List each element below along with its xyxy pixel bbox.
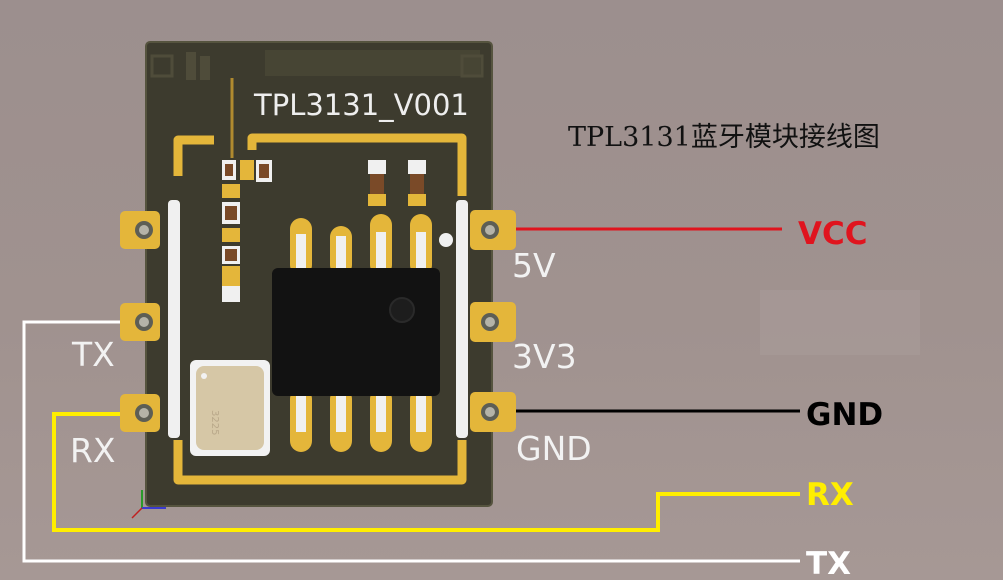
tx-wire — [22, 320, 800, 563]
crystal-body — [196, 366, 264, 450]
pad-left-rx — [120, 394, 160, 432]
left-silk-bar — [168, 200, 180, 438]
chip-legs-bottom — [296, 392, 426, 432]
chip-legs-top — [296, 232, 426, 274]
background-panel — [760, 290, 920, 355]
pad-left-tx — [120, 303, 160, 341]
rx-wire — [52, 412, 800, 532]
gold-ground-ring — [173, 133, 467, 485]
right-pads — [470, 210, 516, 432]
pad-right-3v3 — [470, 302, 516, 342]
right-silk-bar — [456, 200, 468, 438]
wire-label-gnd: GND — [806, 397, 883, 433]
left-pads — [120, 211, 160, 432]
pcb-board: TPL3131_V001 — [145, 41, 493, 507]
crystal-marking: 3225 — [209, 410, 220, 435]
pin-label-tx: TX — [71, 335, 115, 374]
board-label: TPL3131_V001 — [253, 88, 469, 122]
chip-pin1-dot — [389, 297, 415, 323]
main-chip — [272, 268, 440, 396]
pin-label-3v3: 3V3 — [512, 337, 577, 376]
pad-right-gnd — [470, 392, 516, 432]
pin-label-rx: RX — [70, 431, 116, 470]
wire-label-tx: TX — [806, 546, 851, 580]
pad-right-5v — [470, 210, 516, 250]
wire-label-vcc: VCC — [798, 216, 868, 252]
wire-label-rx: RX — [806, 477, 854, 513]
antenna-trace — [150, 50, 484, 158]
pin-label-gnd: GND — [516, 429, 592, 468]
pin-label-5v: 5V — [512, 246, 556, 285]
passive-components — [222, 160, 426, 302]
diagram-title: TPL3131蓝牙模块接线图 — [568, 122, 880, 153]
pad-left-top — [120, 211, 160, 249]
via-dot — [439, 233, 453, 247]
axis-gizmo-icon — [131, 490, 166, 519]
